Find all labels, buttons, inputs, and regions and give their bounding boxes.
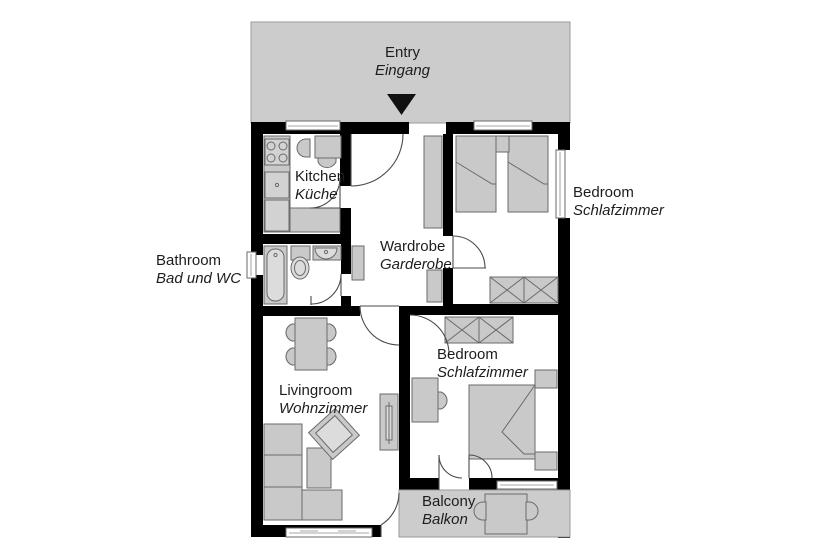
hall-cabinet xyxy=(351,245,365,281)
coat-cabinet xyxy=(423,135,443,229)
kitchen-sink xyxy=(264,171,290,199)
double-bed xyxy=(468,384,536,460)
sofa-extension xyxy=(301,489,343,521)
shoe-cabinet xyxy=(426,269,443,303)
kitchen-fixtures xyxy=(263,135,342,233)
nightstand-upper xyxy=(495,135,510,153)
desk-chair xyxy=(437,391,448,410)
armchair xyxy=(307,407,361,461)
balcony-chair-left xyxy=(473,501,487,521)
dining-chair-4 xyxy=(326,347,337,366)
sofa-l-shaped xyxy=(263,423,303,521)
toilet-bowl xyxy=(290,256,310,280)
window-livingroom xyxy=(285,527,373,538)
nightstand-lower-bottom xyxy=(534,451,558,471)
entry-arrow-icon xyxy=(387,94,416,115)
dining-chair-3 xyxy=(326,323,337,342)
dining-chair-1 xyxy=(285,323,296,342)
stove-4-burner xyxy=(264,138,290,166)
window-bedroom-upper-top xyxy=(473,120,533,131)
dining-chair-2 xyxy=(285,347,296,366)
window-bedroom-upper-right xyxy=(555,149,566,219)
nightstand-lower-top xyxy=(534,369,558,389)
desk xyxy=(411,377,439,423)
dining-table xyxy=(294,317,328,371)
window-kitchen xyxy=(285,120,341,131)
kitchen-chair-left xyxy=(296,138,311,158)
entry-outdoor-area xyxy=(250,21,571,124)
livingroom-fixtures xyxy=(263,317,399,521)
kitchen-chair-bottom xyxy=(317,157,337,169)
balcony-table xyxy=(484,493,528,535)
bathroom-fixtures xyxy=(263,245,342,305)
bedroom-lower-fixtures xyxy=(411,316,558,471)
window-bathroom xyxy=(246,251,257,279)
windows xyxy=(246,120,566,538)
door-swings xyxy=(309,133,493,537)
kitchen-cabinet xyxy=(264,199,290,232)
kitchen-counter-lower xyxy=(289,207,341,233)
balcony-area xyxy=(398,489,571,538)
interior-walls xyxy=(251,134,570,490)
kitchen-table xyxy=(314,135,342,159)
wardrobe-fixtures xyxy=(351,135,443,303)
balcony-chair-right xyxy=(525,501,539,521)
coffee-table xyxy=(306,447,332,489)
bedroom-upper-fixtures xyxy=(455,135,559,304)
